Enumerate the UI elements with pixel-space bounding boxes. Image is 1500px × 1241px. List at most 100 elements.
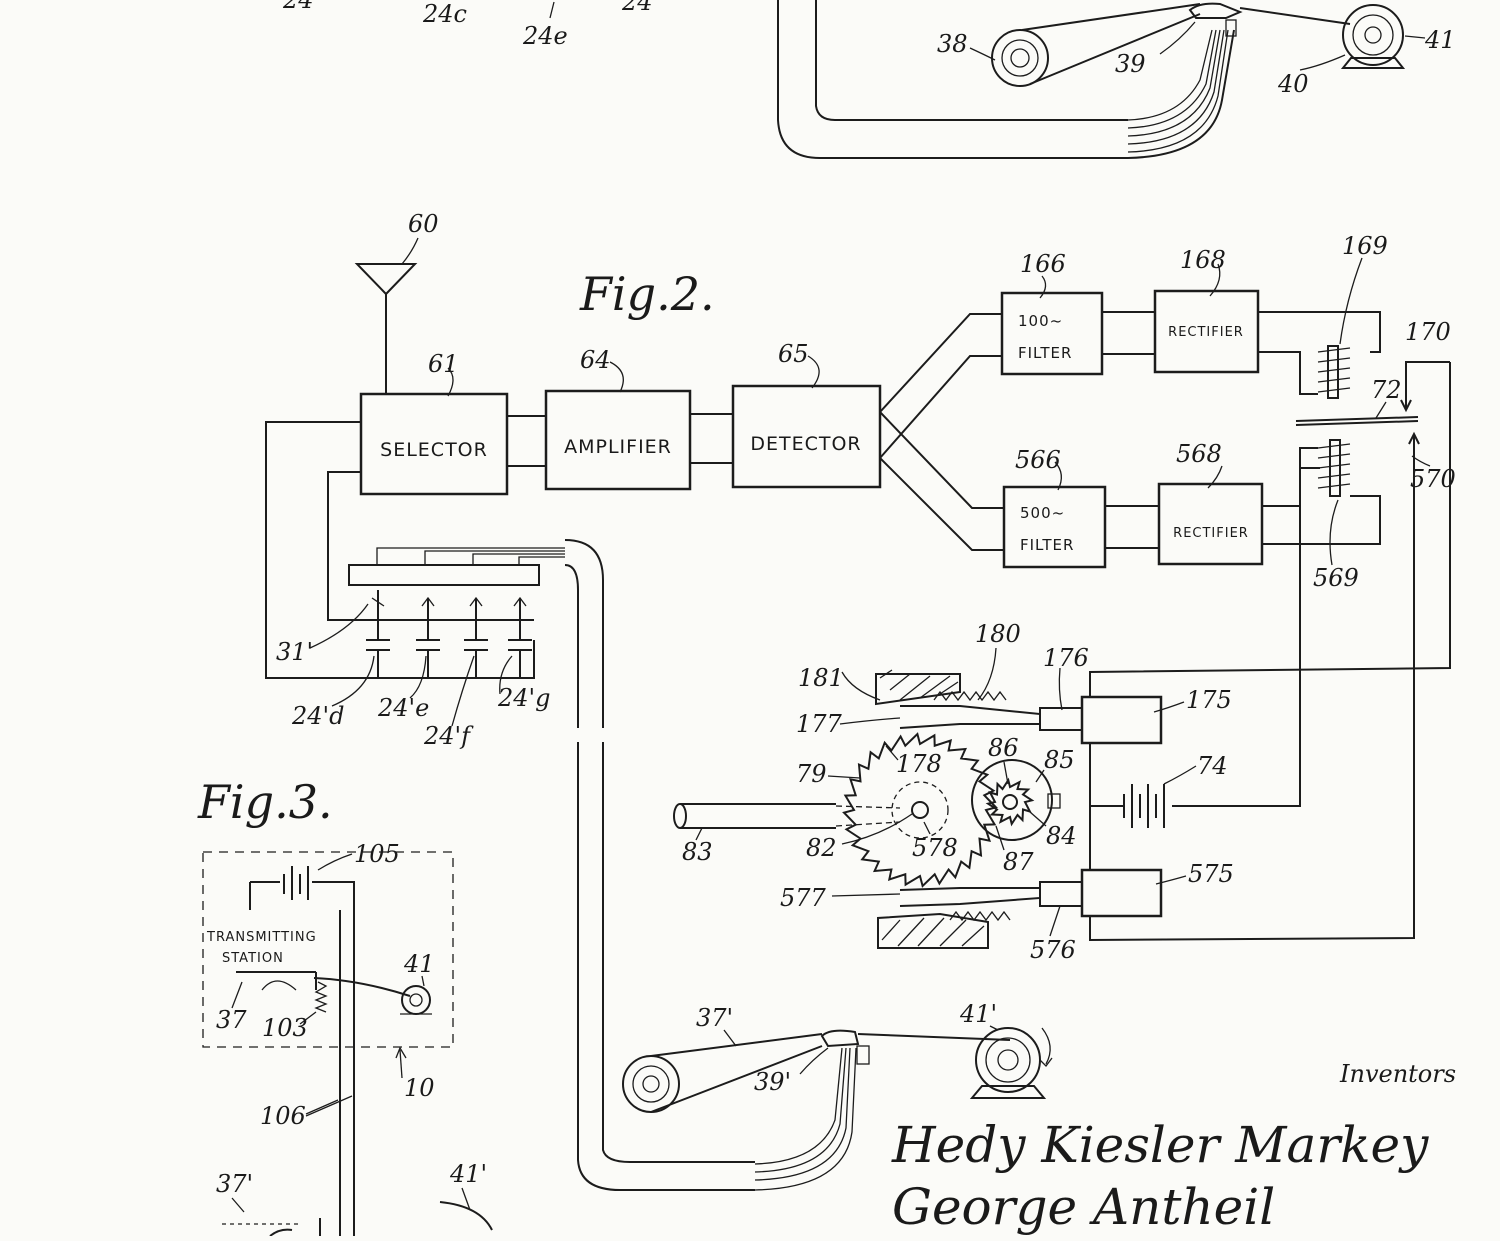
- label-24pf: 24'f: [423, 722, 474, 750]
- label-577: 577: [780, 884, 827, 912]
- amplifier-label: AMPLIFIER: [564, 436, 672, 458]
- label-83: 83: [682, 838, 713, 866]
- battery-74: [1123, 784, 1165, 828]
- label-569: 569: [1313, 564, 1359, 592]
- magnet-175: [1080, 695, 1163, 745]
- detector-to-100-filter: [879, 313, 1003, 459]
- label-177: 177: [796, 710, 843, 738]
- inventors-block: Inventors Hedy Kiesler Markey George Ant…: [891, 1060, 1456, 1236]
- label-61: 61: [428, 350, 459, 378]
- fig2-title: Fig.2.: [579, 267, 715, 321]
- label-79: 79: [796, 760, 827, 788]
- label-105: 105: [354, 840, 400, 868]
- detector-label: DETECTOR: [750, 433, 861, 455]
- label-84: 84: [1046, 822, 1077, 850]
- reel-38: [991, 29, 1049, 87]
- label-10: 10: [404, 1074, 435, 1102]
- housing-85: [971, 759, 1053, 841]
- label-566: 566: [1015, 446, 1061, 474]
- label-39: 39: [1115, 50, 1146, 78]
- station-label-line2: STATION: [222, 951, 284, 966]
- rectifier-top-label: RECTIFIER: [1168, 325, 1244, 340]
- label-575: 575: [1188, 860, 1234, 888]
- gear-86: [985, 777, 1035, 827]
- rectifier-bottom-label: RECTIFIER: [1173, 526, 1249, 541]
- battery-105: [249, 866, 355, 1236]
- antenna-60: [354, 263, 418, 394]
- selector-block: [359, 392, 509, 496]
- filter-500-line1: 500~: [1020, 504, 1065, 522]
- label-37p: 37': [696, 1004, 733, 1032]
- label-576: 576: [1030, 936, 1076, 964]
- cable-inner-lower: [602, 742, 755, 1163]
- inventor-signature-2: George Antheil: [892, 1178, 1275, 1236]
- filter-100-line2: FILTER: [1018, 344, 1072, 362]
- inventor-signature-1: Hedy Kiesler Markey: [891, 1116, 1429, 1174]
- label-38: 38: [937, 30, 968, 58]
- label-106: 106: [260, 1102, 306, 1130]
- commutator-bar: [348, 564, 540, 586]
- label-72: 72: [1371, 376, 1402, 404]
- ratchet-wheel-79: [842, 732, 998, 888]
- fig2: Fig.2. 60 SELECTOR AMPLIFIER DETECTOR 61…: [265, 210, 1456, 1191]
- armature-72: [1295, 416, 1419, 422]
- fig1-top-fragment: 24 24c 24e 24 38 39 40 41: [282, 0, 1456, 159]
- detector-block: [731, 384, 882, 489]
- label-41p: 41': [959, 1000, 997, 1028]
- capacitor-bank: [366, 590, 532, 678]
- selector-label: SELECTOR: [380, 439, 488, 461]
- relay-coil-569: [1329, 439, 1341, 497]
- label-60: 60: [408, 210, 439, 238]
- station-label-line1: TRANSMITTING: [206, 930, 317, 945]
- motor-41-fig3: [401, 985, 431, 1015]
- pickup-39p: [820, 1029, 860, 1048]
- label-74: 74: [1197, 752, 1228, 780]
- rectifier-top-block: [1153, 289, 1260, 374]
- relay-coil-169: [1327, 345, 1339, 399]
- label-24c: 24c: [422, 0, 467, 28]
- label-578: 578: [912, 834, 958, 862]
- label-103: 103: [262, 1014, 308, 1042]
- label-24pd: 24'd: [291, 702, 345, 730]
- label-87: 87: [1003, 848, 1034, 876]
- label-40: 40: [1277, 70, 1309, 98]
- cable-outer-upper: [564, 539, 604, 728]
- label-181: 181: [798, 664, 844, 692]
- label-41-fig3: 41: [403, 950, 435, 978]
- label-24pg: 24'g: [497, 684, 551, 712]
- label-37: 37: [216, 1006, 247, 1034]
- filter-500-line2: FILTER: [1020, 536, 1074, 554]
- detector-to-500-filter: [879, 411, 1005, 551]
- filter-100-line1: 100~: [1018, 312, 1063, 330]
- label-64: 64: [580, 346, 611, 374]
- label-31p: 31': [276, 638, 313, 666]
- fig3: Fig.3. TRANSMITTING STATION 105 41 37 10…: [197, 775, 493, 1237]
- label-41: 41: [1424, 26, 1456, 54]
- label-169: 169: [1342, 232, 1388, 260]
- pickup-39: [1188, 2, 1243, 19]
- fig3-title: Fig.3.: [197, 775, 333, 829]
- fig1-tube-inner: [815, 0, 1128, 121]
- label-37pb: 37': [216, 1170, 253, 1198]
- rectifier-bottom-block: [1157, 482, 1264, 566]
- inventors-heading: Inventors: [1339, 1060, 1456, 1088]
- label-24-right: 24: [621, 0, 653, 16]
- label-86: 86: [988, 734, 1019, 762]
- label-82: 82: [806, 834, 837, 862]
- cable-outer-lower: [577, 742, 755, 1191]
- label-568: 568: [1176, 440, 1222, 468]
- label-180: 180: [975, 620, 1021, 648]
- label-85: 85: [1044, 746, 1075, 774]
- transmitting-station-boundary: [202, 851, 454, 1048]
- label-41pb: 41': [449, 1160, 487, 1188]
- label-24: 24: [282, 0, 314, 14]
- stepping-mechanism: 181 180 176 177 79 178 86 85 83 82 578 8…: [673, 620, 1089, 964]
- label-178: 178: [896, 750, 942, 778]
- motor-40: [1342, 4, 1404, 66]
- shaft-83: [680, 803, 836, 829]
- label-39p: 39': [754, 1068, 791, 1096]
- label-24e: 24e: [522, 22, 568, 50]
- fig1-tube-outer: [777, 0, 1128, 159]
